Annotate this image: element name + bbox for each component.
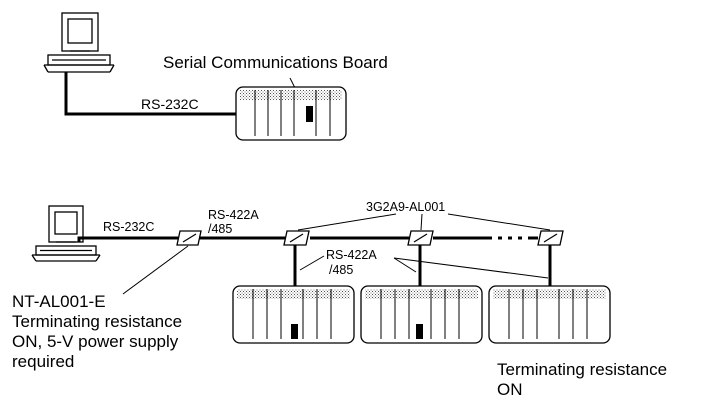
end-note-line2: ON	[497, 380, 523, 399]
nt-al001-converter-icon	[176, 230, 202, 246]
top-plc-rack	[235, 86, 347, 141]
plc-rack-1	[232, 285, 355, 344]
adapter-icon-3	[537, 230, 564, 246]
adapter-icon-2	[407, 230, 434, 246]
branch-label-line1: RS-422A	[326, 248, 377, 262]
adapter-label: 3G2A9-AL001	[366, 200, 446, 214]
bottom-rs232c-cable	[77, 236, 178, 242]
adapter-icon-1	[283, 230, 310, 246]
branch-label-line2: /485	[329, 263, 354, 277]
end-note-line1: Terminating resistance	[497, 360, 668, 379]
top-computer-icon	[43, 12, 115, 73]
adapter-pointer-lines	[297, 213, 551, 231]
converter-note-line1: NT-AL001-E	[12, 292, 106, 311]
branch-pointer-lines	[299, 255, 549, 279]
board-label: Serial Communications Board	[163, 53, 388, 72]
bus-ellipsis	[498, 236, 522, 240]
converter-note-line2: Terminating resistance	[12, 312, 183, 331]
converter-note-line3: ON, 5-V power supply	[12, 332, 179, 351]
bottom-link1-label: RS-232C	[103, 220, 155, 234]
top-link-label: RS-232C	[141, 96, 199, 112]
bottom-link2-label-line1: RS-422A	[208, 208, 259, 222]
bottom-computer-icon	[31, 205, 101, 262]
bottom-link2-label-line2: /485	[208, 222, 233, 236]
converter-note-line4: required	[12, 352, 75, 371]
converter-pointer-line	[122, 245, 189, 295]
plc-rack-3	[488, 285, 611, 344]
plc-rack-2	[360, 285, 483, 344]
